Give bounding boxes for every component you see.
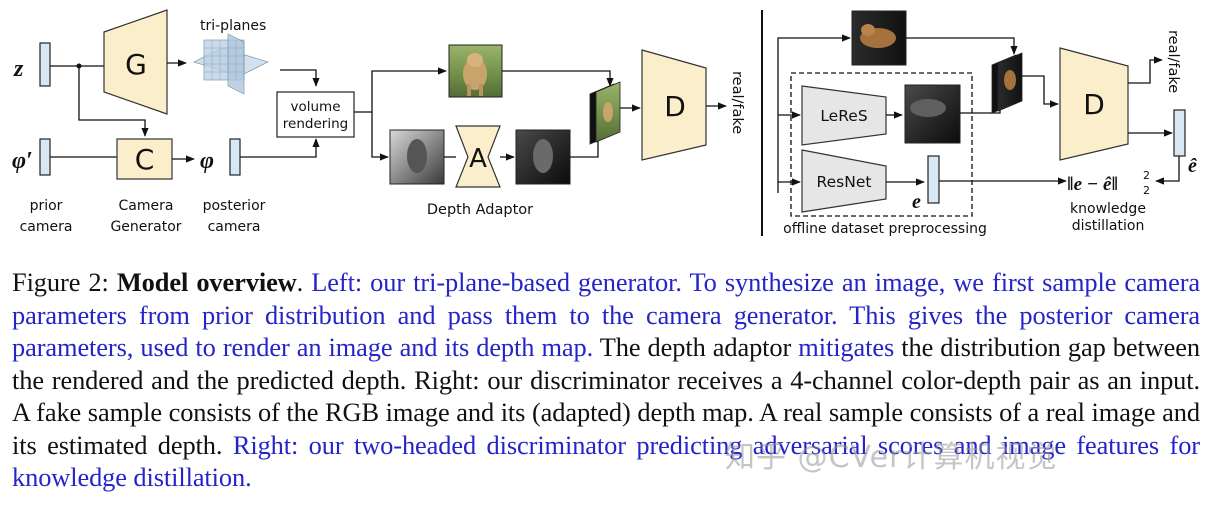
arrow-ehat-to-loss xyxy=(1155,156,1180,185)
arrow-real-to-stack xyxy=(906,37,1018,55)
prior-camera-vector xyxy=(39,138,51,176)
posterior-camera-vector xyxy=(229,138,241,176)
left-generator-panel: z G tri-planes volume rendering xyxy=(12,9,745,235)
g-label: G xyxy=(125,48,147,81)
triplanes-label: tri-planes xyxy=(200,18,266,34)
caption-title: Model overview xyxy=(116,267,297,297)
arrow-d-to-realfake-right xyxy=(1128,56,1163,84)
arrow-volume-to-depth xyxy=(371,112,389,161)
prior-label-line2: camera xyxy=(20,219,73,235)
phi-prime-symbol: φ′ xyxy=(12,148,33,174)
caption-right-description: the distribution gap between the rendere… xyxy=(12,332,1200,460)
fake-color-depth-stack xyxy=(589,81,621,145)
e-hat-symbol: ê xyxy=(1188,155,1197,177)
kd-loss-sup: 2 xyxy=(1143,169,1150,182)
a-label: A xyxy=(469,144,487,174)
z-symbol: z xyxy=(13,56,24,82)
caption-mitigates: mitigates xyxy=(798,332,895,362)
kd-loss-sub: 2 xyxy=(1143,184,1150,197)
arrow-z-to-c xyxy=(78,66,149,137)
arrow-triplanes-to-volume xyxy=(280,69,320,87)
arrow-rgb-to-stack xyxy=(502,70,614,87)
adapted-depth-map xyxy=(515,129,571,185)
kd-loss-formula: ‖e − ê‖ xyxy=(1067,174,1118,195)
triplanes-icon xyxy=(192,33,270,95)
rendered-rgb-image xyxy=(448,44,503,98)
volume-label-line1: volume xyxy=(290,99,340,115)
phi-symbol: φ xyxy=(200,148,214,174)
discriminator-d-right xyxy=(1059,47,1129,161)
camera-generator-c xyxy=(116,138,173,180)
model-overview-figure: z G tri-planes volume rendering xyxy=(12,9,1197,237)
figure-caption: Figure 2: Model overview. Left: our tri-… xyxy=(12,266,1200,494)
arrow-volume-to-rgb xyxy=(354,67,447,113)
leres-label: LeReS xyxy=(820,107,867,125)
volume-rendering-box xyxy=(276,91,355,138)
posterior-label-line2: camera xyxy=(208,219,261,235)
resnet-module xyxy=(801,149,887,213)
d-label-left: D xyxy=(664,90,686,123)
raw-depth-map xyxy=(389,129,445,185)
arrow-stack-to-d-right xyxy=(1022,75,1059,108)
e-symbol: e xyxy=(912,191,921,213)
e-feature-vector xyxy=(927,155,940,204)
leres-module xyxy=(801,85,887,146)
watermark: 知乎 @CVer计算机视觉 xyxy=(725,440,1058,475)
right-discriminator-panel: offline dataset preprocessing LeReS ResN… xyxy=(777,10,1197,237)
e-hat-feature-vector xyxy=(1173,109,1186,157)
caption-left-description: Left: our tri-plane-based generator. To … xyxy=(12,267,1200,362)
caption-prefix: Figure 2: xyxy=(12,267,117,297)
d-label-right: D xyxy=(1083,88,1105,121)
resnet-label: ResNet xyxy=(817,173,872,191)
camgen-label-line2: Generator xyxy=(110,219,181,235)
generator-g xyxy=(103,9,168,115)
arrow-phi-to-volume xyxy=(240,138,320,158)
prior-label-line1: prior xyxy=(30,198,63,214)
caption-title-punct: . xyxy=(296,267,312,297)
caption-depth-adaptor-text: The depth adaptor xyxy=(593,332,799,362)
kd-label-line1: knowledge xyxy=(1070,201,1146,217)
estimated-depth-map xyxy=(904,84,961,144)
realfake-label-right: real/fake xyxy=(1165,30,1181,93)
camgen-label-line1: Camera xyxy=(119,198,174,214)
depth-adaptor-label: Depth Adaptor xyxy=(427,202,533,218)
caption-two-headed-discriminator: Right: our two-headed discriminator pred… xyxy=(12,429,1200,493)
depth-adaptor-a xyxy=(455,125,501,188)
kd-label-line2: distillation xyxy=(1072,218,1145,234)
real-color-depth-stack xyxy=(991,52,1023,114)
z-vector xyxy=(39,42,51,87)
arrow-source-to-real xyxy=(777,34,851,193)
volume-label-line2: rendering xyxy=(283,116,348,132)
offline-label: offline dataset preprocessing xyxy=(783,221,987,237)
posterior-label-line1: posterior xyxy=(203,198,266,214)
discriminator-d-left xyxy=(641,49,707,161)
real-image xyxy=(851,10,907,66)
offline-preprocessing-box xyxy=(790,72,973,217)
realfake-label-left: real/fake xyxy=(729,71,745,134)
c-label: C xyxy=(135,143,155,176)
